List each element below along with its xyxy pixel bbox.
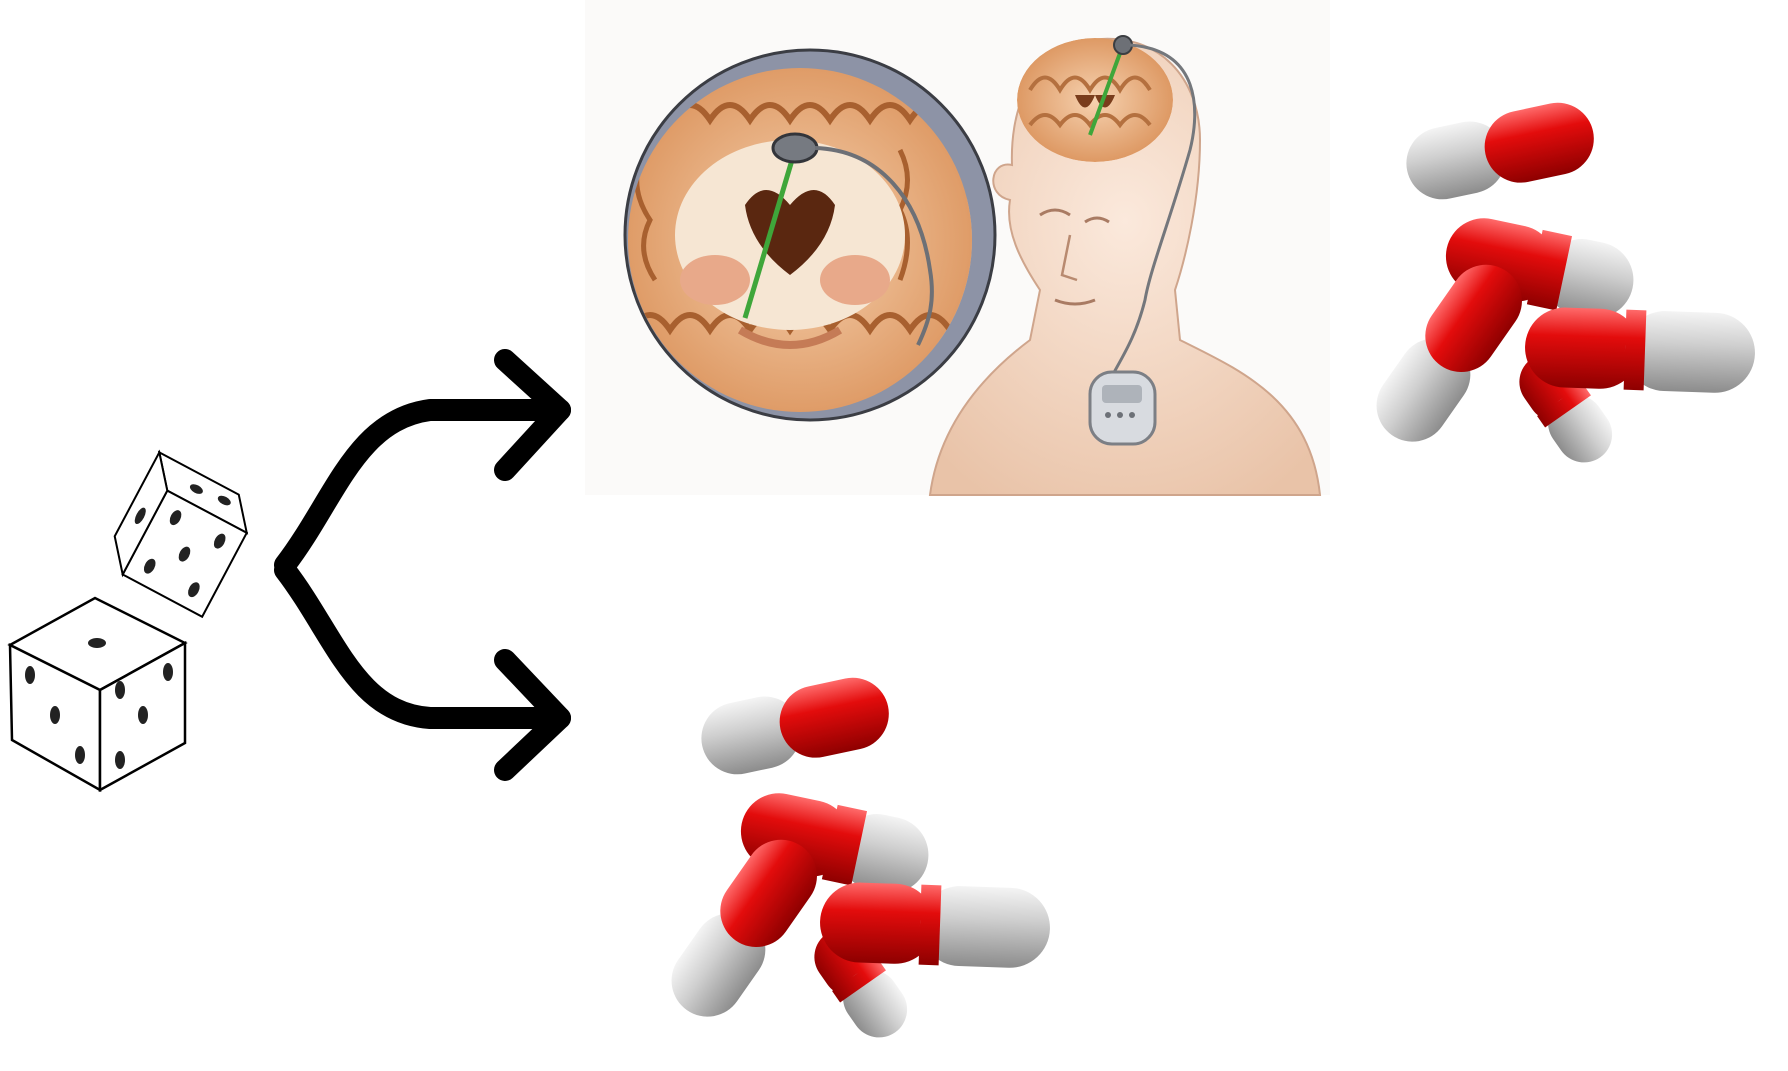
dice-icon <box>10 452 261 790</box>
pulse-generator <box>1090 372 1155 444</box>
capsules-icon <box>657 671 1051 1048</box>
capsules-icon <box>1362 96 1756 473</box>
branch-arrow-icon <box>285 360 560 770</box>
upper-branch-line <box>285 410 560 565</box>
deep-brain-stimulation-icon <box>585 0 1330 495</box>
die-front <box>10 598 185 790</box>
die-back <box>101 452 261 616</box>
lower-branch-line <box>285 570 560 718</box>
brain-inset <box>620 50 995 420</box>
